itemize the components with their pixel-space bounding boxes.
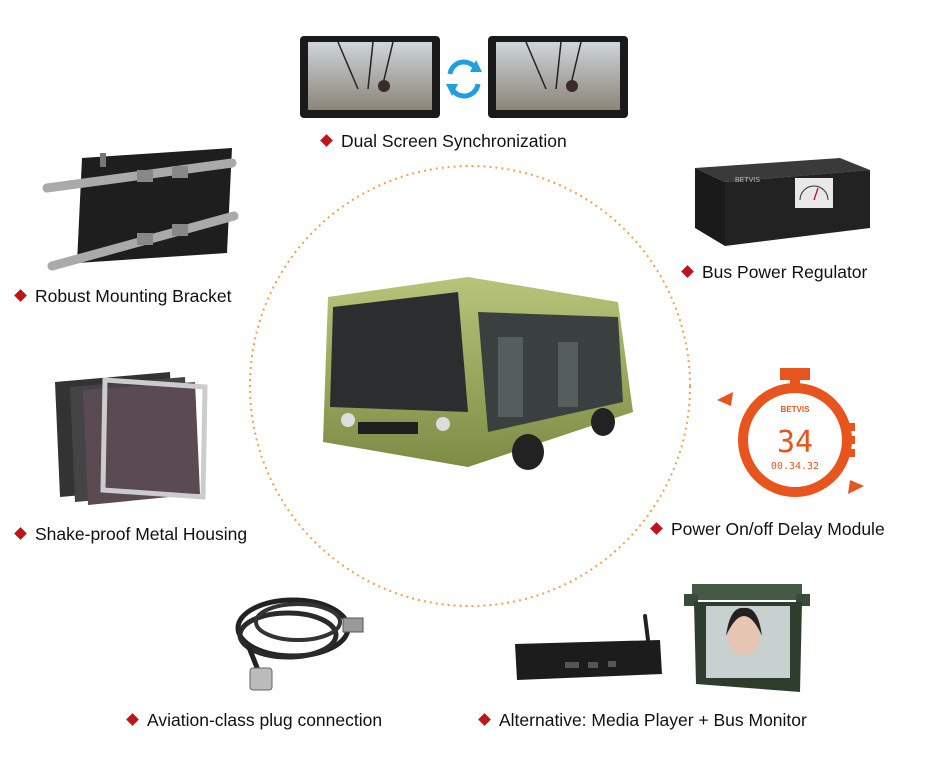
feature-mounting: Robust Mounting Bracket: [14, 286, 232, 306]
feature-regulator: Bus Power Regulator: [681, 262, 867, 282]
timer-big-number: 34: [777, 425, 813, 460]
mounting-bracket-image: [42, 148, 239, 271]
dual-screen-image: [300, 36, 628, 118]
timer-time: 00.34.32: [771, 461, 819, 472]
delay-timer-image: BETVIS 34 00.34.32: [717, 368, 864, 497]
feature-plug: Aviation-class plug connection: [126, 710, 382, 730]
bullet-icon: [650, 522, 663, 535]
bus-image: [323, 277, 633, 470]
aviation-cable-image: [235, 597, 364, 691]
bullet-icon: [478, 713, 491, 726]
bullet-icon: [681, 265, 694, 278]
right-screen-image: [488, 36, 628, 118]
bullet-icon: [320, 134, 333, 147]
regulator-brand: BETVIS: [735, 177, 760, 184]
sync-icon: [446, 59, 482, 99]
bullet-icon: [14, 289, 27, 302]
feature-dual-screen: Dual Screen Synchronization: [320, 131, 567, 151]
feature-alternative: Alternative: Media Player + Bus Monitor: [478, 710, 807, 730]
feature-housing: Shake-proof Metal Housing: [14, 524, 247, 544]
media-player-image: [515, 614, 662, 680]
feature-delay: Power On/off Delay Module: [650, 519, 885, 539]
timer-brand: BETVIS: [781, 405, 811, 414]
bullet-icon: [14, 527, 27, 540]
power-regulator-image: BETVIS: [695, 158, 870, 246]
bus-monitor-image: [684, 584, 810, 692]
bullet-icon: [126, 713, 139, 726]
left-screen-image: [300, 36, 440, 118]
metal-housing-image: [55, 372, 208, 505]
